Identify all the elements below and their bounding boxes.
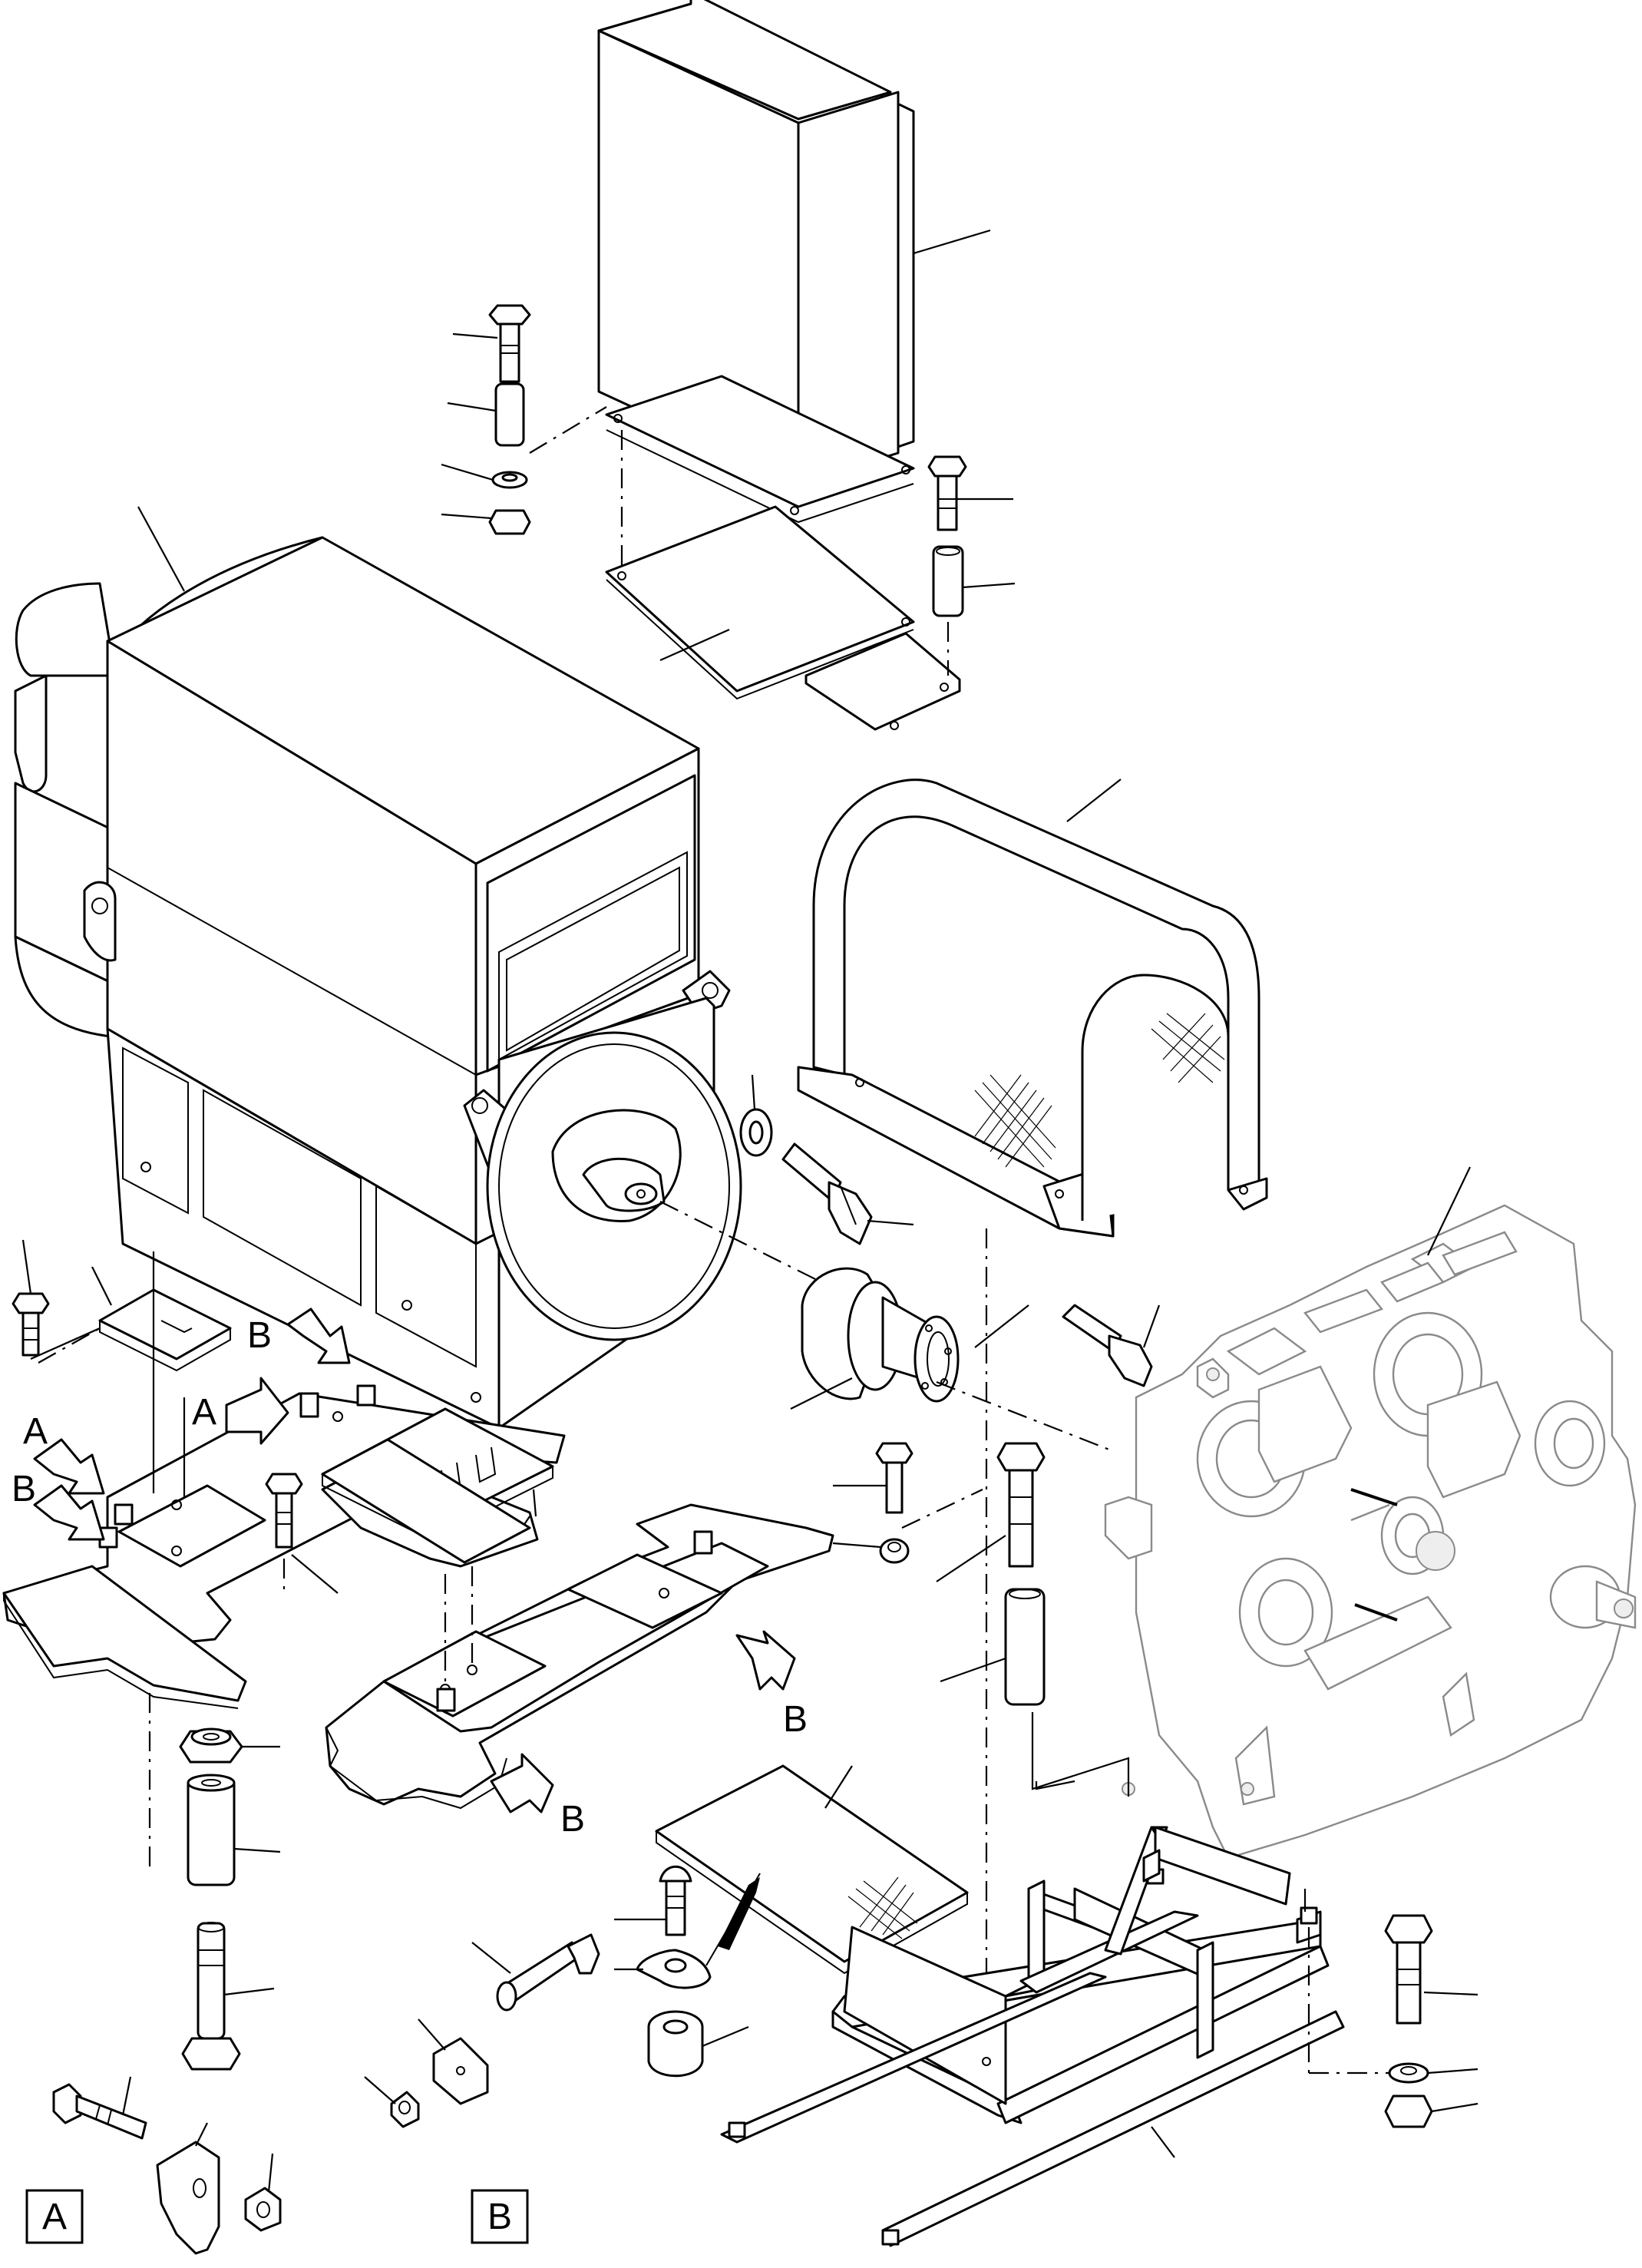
view-arrow-a-mid xyxy=(225,1377,289,1445)
leader-line xyxy=(532,1489,537,1517)
assembly-dash-line xyxy=(659,1201,838,1291)
coupling-guard xyxy=(797,779,1268,1238)
pump-drive-gearbox xyxy=(1104,1204,1637,1860)
view-arrow-b-left xyxy=(33,1484,105,1541)
view-arrow-a-left xyxy=(33,1438,105,1495)
assembly-dash-line xyxy=(901,1489,983,1529)
leader-line xyxy=(21,1239,32,1294)
leader-line xyxy=(233,1847,281,1853)
leader-line xyxy=(702,2025,749,2048)
view-arrow-b-bottom xyxy=(490,1753,554,1813)
leader-line xyxy=(1423,1991,1478,1996)
callout-b-left: B xyxy=(12,1469,36,1509)
leader-line xyxy=(1066,779,1122,822)
guard-mesh xyxy=(974,1013,1225,1168)
leader-line xyxy=(913,229,991,255)
callout-b-upper: B xyxy=(247,1315,272,1356)
assembly-dash-line xyxy=(936,1380,1114,1453)
base-plate xyxy=(605,505,961,731)
leader-line xyxy=(91,1266,112,1306)
leader-line xyxy=(962,582,1016,589)
leader-line xyxy=(1427,1166,1471,1256)
mount-rail-right xyxy=(325,1503,834,1810)
leader-line xyxy=(1427,2068,1478,2075)
detail-a-label: A xyxy=(42,2197,67,2237)
shaft-washer-bolt xyxy=(739,1108,873,1245)
bolt-stack-upper-right xyxy=(927,455,967,617)
bolt-stack-upper-left xyxy=(488,304,531,535)
leader-line xyxy=(1151,2126,1175,2158)
leader-line xyxy=(1035,1780,1075,1790)
detail-b-label-box: B xyxy=(471,2189,529,2244)
leader-line xyxy=(30,1327,101,1360)
quarter-turn-fastener xyxy=(636,1865,712,2078)
leader-line xyxy=(1031,1712,1130,1797)
detail-b-label: B xyxy=(487,2197,512,2237)
gearbox-long-bolt-spacer xyxy=(996,1442,1046,1706)
detail-a-label-box: A xyxy=(25,2189,84,2244)
leader-line xyxy=(659,628,730,662)
bolt-left-top xyxy=(12,1292,50,1357)
spacer-stack-left xyxy=(179,1727,243,2071)
leader-line xyxy=(751,1074,756,1110)
assembly-dash-line xyxy=(38,1327,101,1364)
shaft-coupling xyxy=(801,1267,960,1403)
leader-line xyxy=(974,1304,1029,1348)
leader-line xyxy=(223,1987,275,1996)
leader-line xyxy=(1142,1304,1161,1348)
leader-line xyxy=(195,2122,208,2147)
detail-a-parts xyxy=(52,2083,282,2255)
base-frame xyxy=(720,1826,1345,2247)
assembly-dash-line xyxy=(529,406,607,454)
leader-line xyxy=(940,1657,1006,1683)
shim-plate-right xyxy=(321,1438,531,1564)
bolt-stack-lower-right xyxy=(1384,1914,1433,2128)
leader-line xyxy=(936,1535,1006,1582)
leader-line xyxy=(291,1554,339,1594)
upper-housing-cover xyxy=(597,0,915,524)
leader-line xyxy=(452,332,498,339)
floor-cover-plate xyxy=(655,1764,969,1975)
detail-b-parts xyxy=(390,1933,600,2128)
coupling-bolt xyxy=(1062,1304,1153,1387)
callout-a-left: A xyxy=(23,1411,48,1452)
view-arrow-b-upper xyxy=(286,1308,351,1364)
leader-line xyxy=(267,2153,274,2193)
release-arrow-tool xyxy=(705,1873,761,1966)
leader-line xyxy=(824,1765,853,1809)
view-arrow-b-right xyxy=(735,1630,796,1691)
leader-line xyxy=(418,2018,446,2051)
callout-b-bottom: B xyxy=(560,1799,585,1840)
leader-line xyxy=(441,513,492,520)
leader-line xyxy=(364,2076,396,2104)
shim-plate-left xyxy=(98,1288,232,1372)
leader-line xyxy=(867,1219,914,1226)
leader-line xyxy=(790,1377,853,1410)
leader-line xyxy=(441,463,494,481)
leader-line xyxy=(447,402,497,412)
gearbox-bolt-nut xyxy=(875,1442,914,1564)
leader-line xyxy=(471,1942,511,1974)
leader-line xyxy=(121,2076,132,2116)
leader-line xyxy=(137,506,185,592)
leader-line xyxy=(832,1542,881,1549)
bolt-mid xyxy=(265,1473,303,1549)
callout-a-mid: A xyxy=(192,1392,216,1433)
motor-assembly xyxy=(14,536,742,1430)
leader-line xyxy=(1431,2102,1478,2113)
callout-b-right: B xyxy=(783,1699,808,1740)
